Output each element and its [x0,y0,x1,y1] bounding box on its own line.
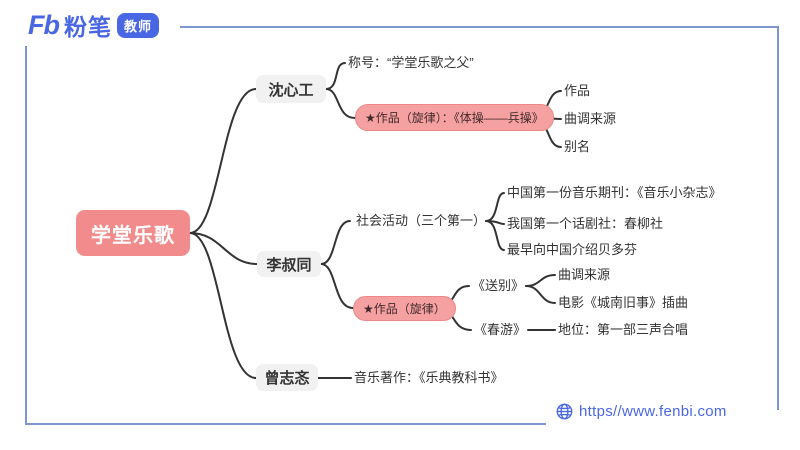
leaf-bieming: 别名 [564,139,591,154]
highlight-zuopin-ticao-bingcao: ★作品（旋律）：《体操——兵操》 [355,104,554,131]
node-songbie: 《送别》 [472,278,525,293]
leaf-qudiao-laiyuan-1: 曲调来源 [564,111,617,126]
leaf-huaju-she: 我国第一个话剧社：春柳社 [507,216,664,231]
branch-shen-xin-gong: 沈心工 [256,75,326,103]
globe-icon [556,403,573,420]
branch-li-shu-tong: 李叔同 [257,251,321,277]
leaf-beiduofen: 最早向中国介绍贝多芬 [507,242,638,257]
site-url-text[interactable]: https//www.fenbi.com [579,403,727,420]
frame-border [25,26,779,425]
node-shehui-huodong: 社会活动（三个第一） [356,213,487,228]
leaf-diwei: 地位：第一部三声合唱 [558,322,689,337]
leaf-yinyue-qikan: 中国第一份音乐期刊：《音乐小杂志》 [507,185,722,200]
site-url[interactable]: https//www.fenbi.com [552,403,727,420]
root-node-xuetang-yuege: 学堂乐歌 [76,210,190,256]
fenbi-brand-name: 粉笔 [64,14,112,40]
highlight-zuopin-xuanlv: ★作品（旋律） [353,296,456,321]
leaf-chenghao: 称号：“学堂乐歌之父” [348,55,474,70]
fenbi-logo: Fb 粉笔 教师 [28,8,166,42]
leaf-qudiao-laiyuan-2: 曲调来源 [558,267,611,282]
leaf-dianying-chaqu: 电影《城南旧事》插曲 [558,295,689,310]
leaf-yinyue-zhuzuo: 音乐著作：《乐典教科书》 [354,370,504,385]
branch-zeng-zhi-min: 曾志忞 [256,364,318,391]
leaf-zuopin: 作品 [564,83,591,98]
teacher-badge: 教师 [117,12,160,38]
fenbi-fb-mark-icon: Fb [28,9,60,40]
node-chunyou: 《春游》 [474,322,527,337]
branch-lines [189,62,562,379]
